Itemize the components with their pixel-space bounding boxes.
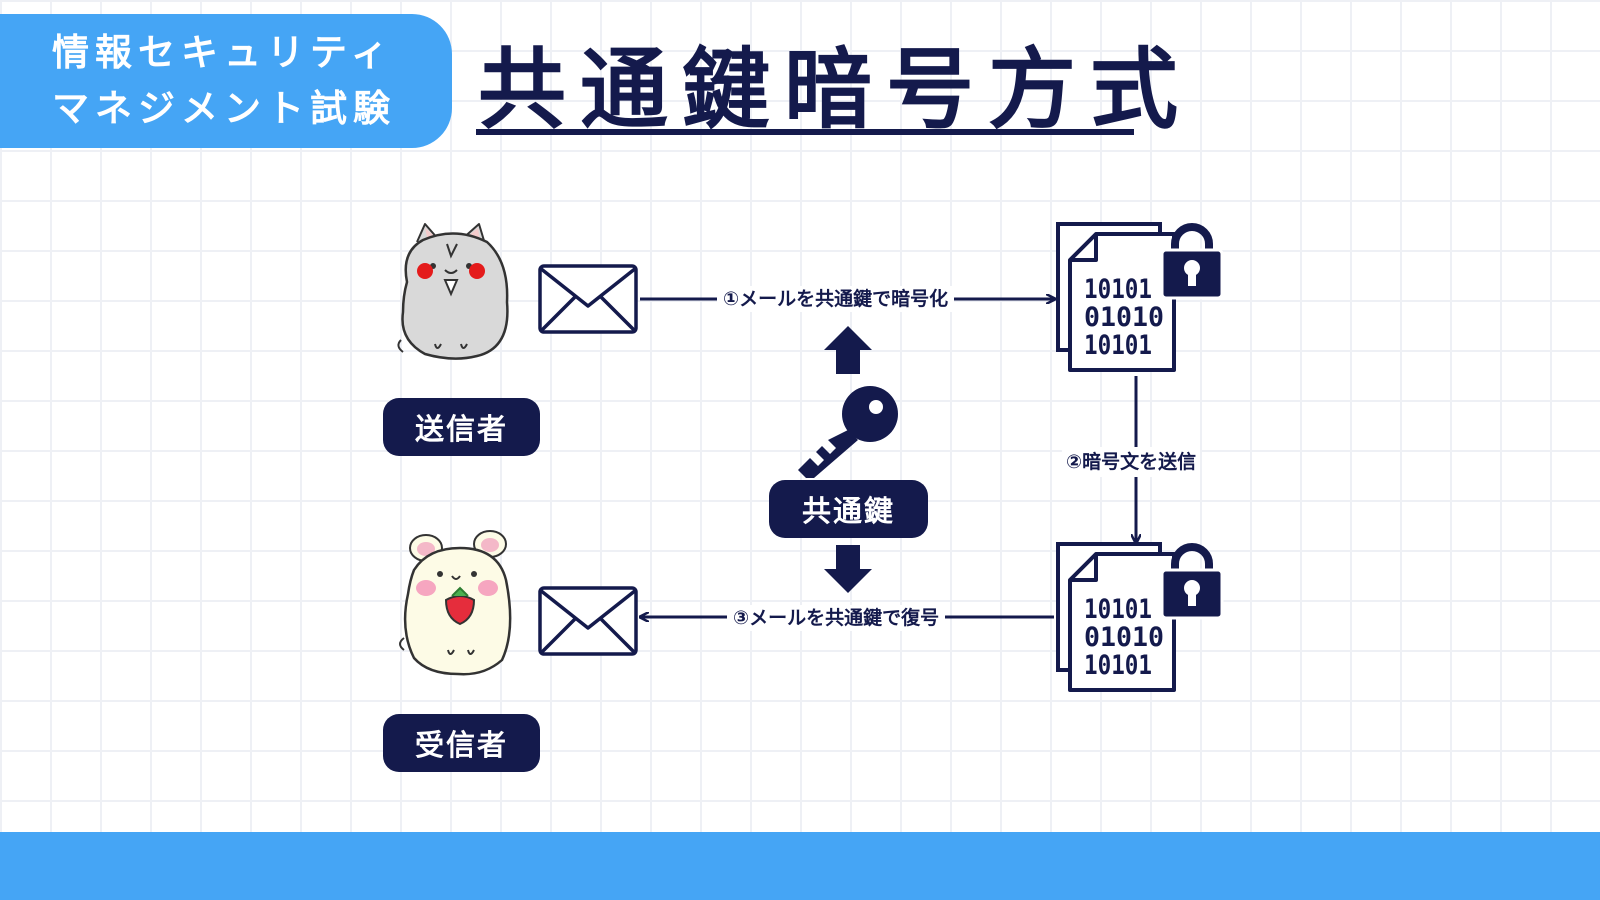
category-tag-line1: 情報セキュリティ [52, 31, 394, 74]
mail-envelope-bottom-icon [538, 586, 638, 656]
receiver-label: 受信者 [383, 714, 540, 772]
lock-icon-bottom [1160, 543, 1224, 620]
doc-bottom-line1: 10101 [1084, 594, 1152, 625]
step2-label: ②暗号文を送信 [1062, 447, 1201, 477]
category-tag-line2: マネジメント試験 [52, 87, 396, 130]
footer-bar [0, 832, 1600, 900]
doc-bottom-line3: 10101 [1084, 650, 1152, 681]
common-key-label: 共通鍵 [769, 480, 928, 538]
doc-bottom-line2: 01010 [1084, 622, 1164, 653]
sender-hamster-illustration [397, 223, 509, 360]
key-up-arrow [824, 326, 872, 374]
lock-icon-top [1160, 223, 1224, 300]
step3-label: ③メールを共通鍵で復号 [727, 605, 946, 631]
doc-top-line2: 01010 [1084, 302, 1164, 333]
receiver-hamster-illustration [399, 530, 512, 676]
doc-top-line1: 10101 [1084, 274, 1152, 305]
doc-top-line3: 10101 [1084, 330, 1152, 361]
title-underline [476, 129, 1134, 135]
page-title: 共通鍵暗号方式 [478, 38, 1193, 141]
key-icon [798, 386, 898, 478]
mail-envelope-top-icon [538, 264, 638, 334]
category-tag: 情報セキュリティ マネジメント試験 [0, 14, 452, 148]
key-down-arrow [824, 545, 872, 593]
encrypted-document-top-icon: 10101 01010 10101 [1056, 222, 1224, 372]
step1-label: ①メールを共通鍵で暗号化 [717, 286, 955, 312]
sender-label: 送信者 [383, 398, 540, 456]
encrypted-document-bottom-icon: 10101 01010 10101 [1056, 542, 1224, 692]
